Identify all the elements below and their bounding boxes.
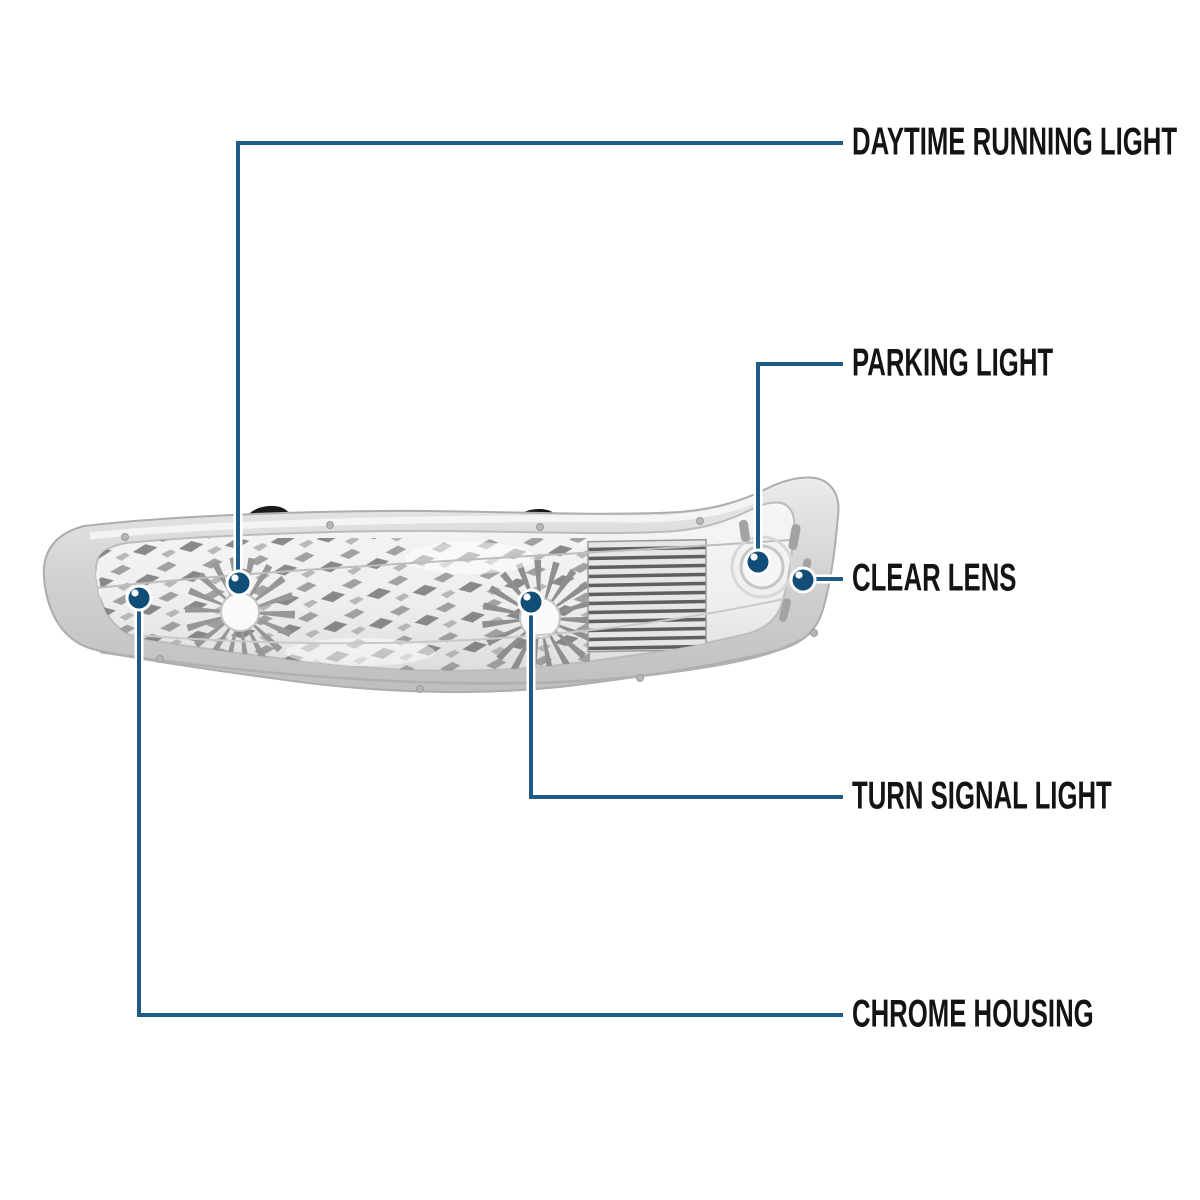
callout-dot-clear-lens (789, 566, 817, 594)
callout-label-clear-lens: CLEAR LENS (852, 556, 1017, 600)
callout-lines (134, 138, 843, 1020)
callout-dot-turn-signal-light (517, 588, 545, 616)
callout-line-parking-light (756, 362, 843, 562)
clear-lens-area (94, 501, 796, 672)
ribbed-grille (587, 538, 707, 653)
rim-screws (121, 517, 818, 693)
callout-dot-daytime-running-light (225, 569, 253, 597)
callout-dot-chrome-housing (125, 584, 153, 612)
callout-line-chrome-housing (137, 598, 843, 1017)
callout-dot-parking-light (744, 548, 772, 576)
callout-dots (125, 548, 817, 616)
callout-line-daytime-running-light (236, 141, 843, 583)
callout-label-chrome-housing: CHROME HOUSING (852, 992, 1094, 1036)
callout-label-parking-light: PARKING LIGHT (852, 341, 1054, 385)
callout-label-turn-signal-light: TURN SIGNAL LIGHT (852, 774, 1112, 818)
product-image (42, 476, 840, 693)
callout-label-daytime-running-light: DAYTIME RUNNING LIGHT (852, 120, 1178, 164)
callout-line-turn-signal-light (529, 602, 843, 799)
reflector-daytime (185, 557, 295, 667)
